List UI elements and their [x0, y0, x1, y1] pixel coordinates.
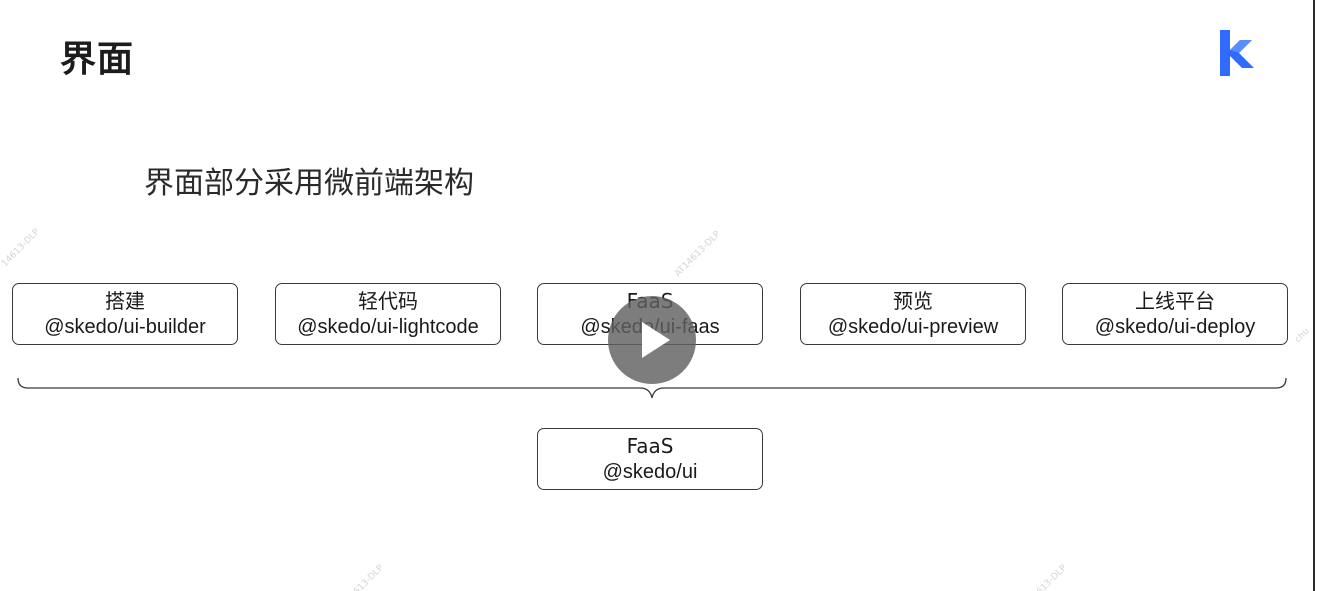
slide-title: 界面: [60, 39, 135, 80]
module-box-base-ui: FaaS @skedo/ui: [537, 428, 763, 490]
module-name: 预览: [893, 289, 933, 313]
watermark: AT14613-DLP: [673, 229, 723, 280]
video-play-button[interactable]: [608, 296, 696, 384]
watermark: chu: [1293, 326, 1312, 346]
curly-brace-connector: [17, 377, 1287, 399]
module-name: 搭建: [105, 289, 145, 313]
module-package: @skedo/ui-lightcode: [297, 316, 479, 338]
module-package: @skedo/ui-preview: [827, 316, 999, 338]
watermark: 613-DLP: [352, 563, 386, 591]
module-box-builder: 搭建 @skedo/ui-builder: [12, 283, 238, 345]
watermark: 613-DLP: [1035, 563, 1069, 591]
module-box-deploy: 上线平台 @skedo/ui-deploy: [1062, 283, 1288, 345]
k-logo-icon: [1220, 30, 1254, 76]
window-edge: [1313, 0, 1315, 591]
module-box-lightcode: 轻代码 @skedo/ui-lightcode: [275, 283, 501, 345]
module-name: 轻代码: [358, 289, 418, 313]
watermark: 14613-DLP: [0, 227, 42, 270]
module-name: 上线平台: [1135, 289, 1215, 313]
module-name: FaaS: [626, 434, 674, 458]
module-package: @skedo/ui-builder: [44, 316, 206, 338]
module-box-preview: 预览 @skedo/ui-preview: [800, 283, 1026, 345]
module-package: @skedo/ui-deploy: [1094, 316, 1256, 338]
play-icon: [642, 322, 670, 358]
module-package: @skedo/ui: [602, 461, 698, 483]
slide-subtitle: 界面部分采用微前端架构: [144, 166, 474, 201]
